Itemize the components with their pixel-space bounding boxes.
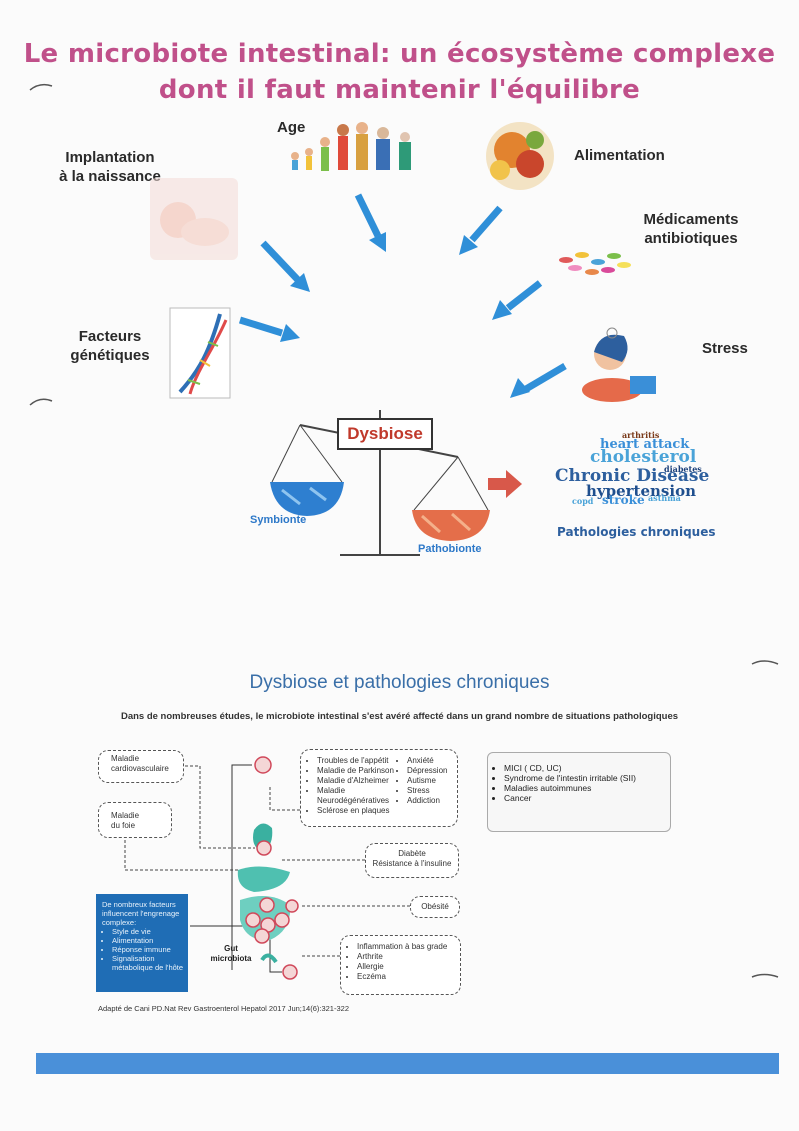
- arrow-medicaments: [492, 280, 543, 320]
- arrow-stress: [510, 362, 567, 398]
- wc-heart-attack: heart attack: [600, 437, 690, 452]
- citation: Adapté de Cani PD.Nat Rev Gastroenterol …: [98, 1004, 349, 1013]
- dna-illustration: [169, 307, 231, 399]
- age-people-illustration: [291, 122, 411, 171]
- wc-hypertension: hypertension: [586, 482, 696, 500]
- factors-blue-box: De nombreux facteurs influencent l'engre…: [96, 894, 188, 992]
- box-maladie-foie: Maladie du foie: [98, 802, 172, 838]
- baby-illustration: [150, 178, 238, 260]
- label-alimentation: Alimentation: [574, 147, 665, 164]
- pathobionte-label: Pathobionte: [418, 543, 482, 555]
- gut-microbiota-label: Gut microbiota: [210, 944, 252, 963]
- label-implantation: Implantation à la naissance: [59, 149, 161, 185]
- factor-arrows: [238, 193, 567, 398]
- box-diabete: Diabète Résistance à l'insuline: [365, 843, 459, 878]
- wc-asthma: asthma: [648, 493, 681, 503]
- label-genetiques: Facteurs génétiques: [70, 328, 150, 364]
- page-title: Le microbiote intestinal: un écosystème …: [23, 39, 776, 105]
- wc-stroke: stroke: [602, 493, 645, 507]
- box-brain-disorders: Troubles de l'appétit Maladie de Parkins…: [300, 749, 458, 827]
- symbionte-label: Symbionte: [250, 514, 307, 526]
- balance-scale: [271, 410, 489, 556]
- symbionte-bowl: [270, 482, 344, 516]
- box-obesite: Obésité: [410, 896, 460, 918]
- wc-cholesterol: cholesterol: [590, 447, 697, 467]
- microbe-icons: [245, 756, 299, 980]
- food-bowl-illustration: [486, 122, 554, 190]
- word-cloud: arthritis heart attack cholesterol diabe…: [552, 430, 722, 520]
- wc-chronic-disease: Chronic Disease: [555, 466, 710, 486]
- section-subtitle: Dans de nombreuses études, le microbiote…: [120, 711, 679, 722]
- pills-illustration: [559, 252, 631, 275]
- arrow-implantation: [260, 240, 310, 292]
- label-medicaments: Médicaments antibiotiques: [643, 211, 739, 247]
- wc-copd: copd: [572, 496, 594, 506]
- box-other-pathologies: MICI ( CD, UC) Syndrome de l'intestin ir…: [487, 752, 671, 832]
- red-arrow: [488, 470, 522, 498]
- wordcloud-caption: Pathologies chroniques: [557, 525, 716, 539]
- label-stress: Stress: [702, 340, 748, 357]
- pathobionte-bowl: [412, 510, 490, 541]
- arrow-age: [354, 193, 386, 252]
- wc-arthritis: arthritis: [622, 430, 660, 440]
- brain-list-2: Anxiété Dépression Autisme Stress Addict…: [395, 756, 467, 806]
- stress-woman-illustration: [582, 327, 656, 402]
- bottom-bar: [36, 1053, 779, 1074]
- box-inflammation: Inflammation à bas grade Arthrite Allerg…: [340, 935, 461, 995]
- arrow-alimentation: [459, 205, 503, 255]
- section-title: Dysbiose et pathologies chroniques: [249, 672, 550, 693]
- label-age: Age: [277, 119, 306, 136]
- arrow-genetiques: [238, 316, 300, 342]
- wc-diabetes: diabetes: [664, 464, 702, 474]
- brain-list-1: Troubles de l'appétit Maladie de Parkins…: [305, 756, 409, 816]
- box-maladie-cardio: Maladie cardiovasculaire: [98, 750, 184, 783]
- dysbiose-box: Dysbiose: [337, 418, 433, 450]
